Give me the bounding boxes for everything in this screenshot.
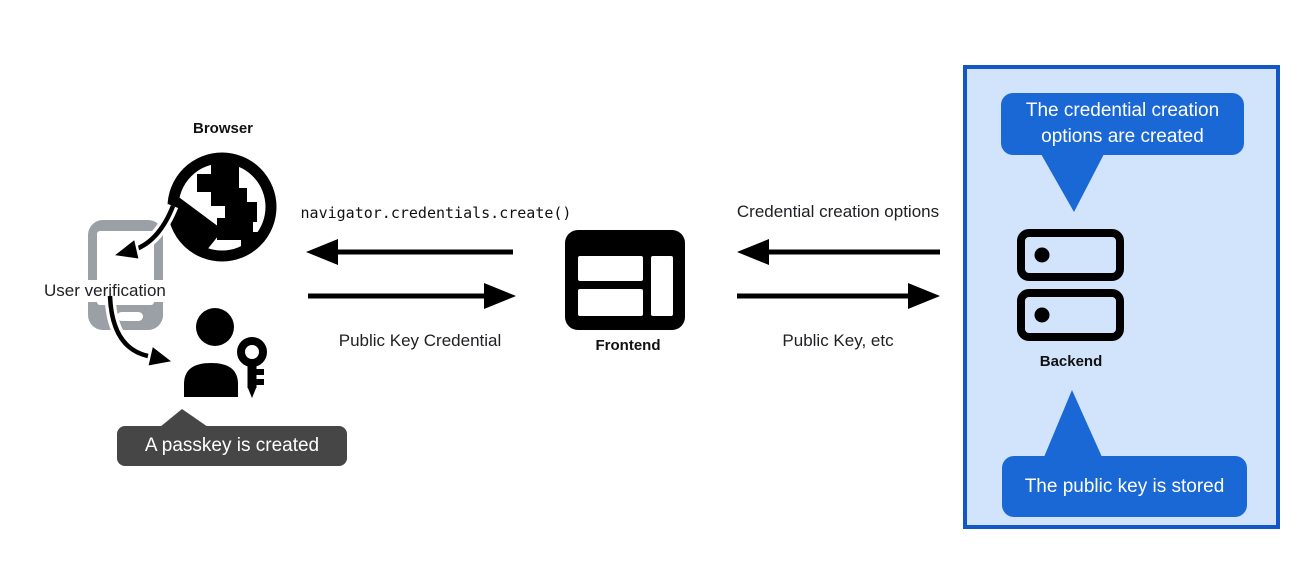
options-created-text: The credential creation options are crea…	[1025, 100, 1220, 147]
server-icon	[1017, 229, 1124, 341]
passkey-created-text: A passkey is created	[144, 435, 320, 456]
smartphone-icon	[88, 220, 163, 330]
public-key-etc-label: Public Key, etc	[782, 331, 894, 350]
globe-icon	[167, 152, 277, 262]
bubble-tail-up	[1044, 390, 1102, 457]
browser-window-icon	[565, 230, 685, 330]
passkey-created-tooltip: A passkey is created	[117, 409, 347, 466]
tooltip-pointer	[160, 409, 208, 427]
credential-creation-options-label: Credential creation options	[736, 202, 940, 221]
bubble-tail-down	[1041, 154, 1104, 212]
user-verification-label: User verification	[42, 280, 168, 302]
backend-node-label: Backend	[1039, 353, 1103, 370]
backend-panel: The credential creation options are crea…	[963, 65, 1280, 529]
browser-node-label: Browser	[192, 120, 254, 137]
public-key-stored-bubble: The public key is stored	[1002, 390, 1247, 517]
public-key-stored-text: The public key is stored	[1024, 475, 1225, 497]
options-created-bubble: The credential creation options are crea…	[1001, 93, 1244, 212]
public-key-credential-label: Public Key Credential	[338, 331, 502, 350]
create-call-label: navigator.credentials.create()	[300, 204, 572, 222]
frontend-node-label: Frontend	[595, 337, 661, 354]
person-key-icon	[178, 305, 283, 400]
